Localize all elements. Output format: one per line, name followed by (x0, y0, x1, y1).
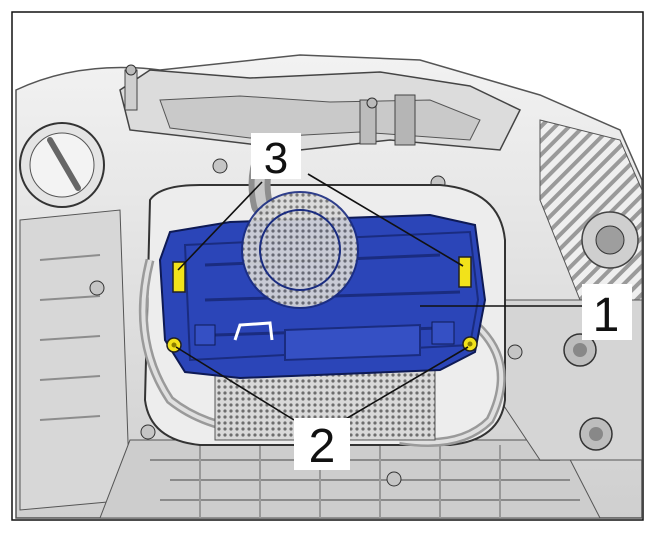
callout-label-3: 3 (264, 134, 288, 183)
screw-icon (212, 158, 228, 174)
yellow-clip-icon (172, 261, 186, 293)
callout-label-2: 2 (309, 420, 336, 473)
leader-line-2-right (343, 346, 469, 421)
callout-label-1: 1 (593, 289, 620, 342)
yellow-clip-icon (458, 256, 472, 288)
leader-line-2-left (175, 346, 295, 421)
screw-icon (386, 471, 402, 487)
leader-line-3-left (177, 181, 263, 271)
screw-icon (507, 344, 523, 360)
control-module (158, 191, 487, 380)
screw-icon (140, 424, 156, 440)
yellow-bolt-icon (166, 337, 182, 353)
housing-screws (89, 158, 523, 487)
leader-lines (175, 173, 582, 421)
callout-3: 3 (251, 133, 301, 183)
callout-2: 2 (294, 418, 350, 473)
callout-1: 1 (582, 284, 632, 342)
leader-line-3-right (307, 173, 464, 267)
screw-icon (89, 280, 105, 296)
